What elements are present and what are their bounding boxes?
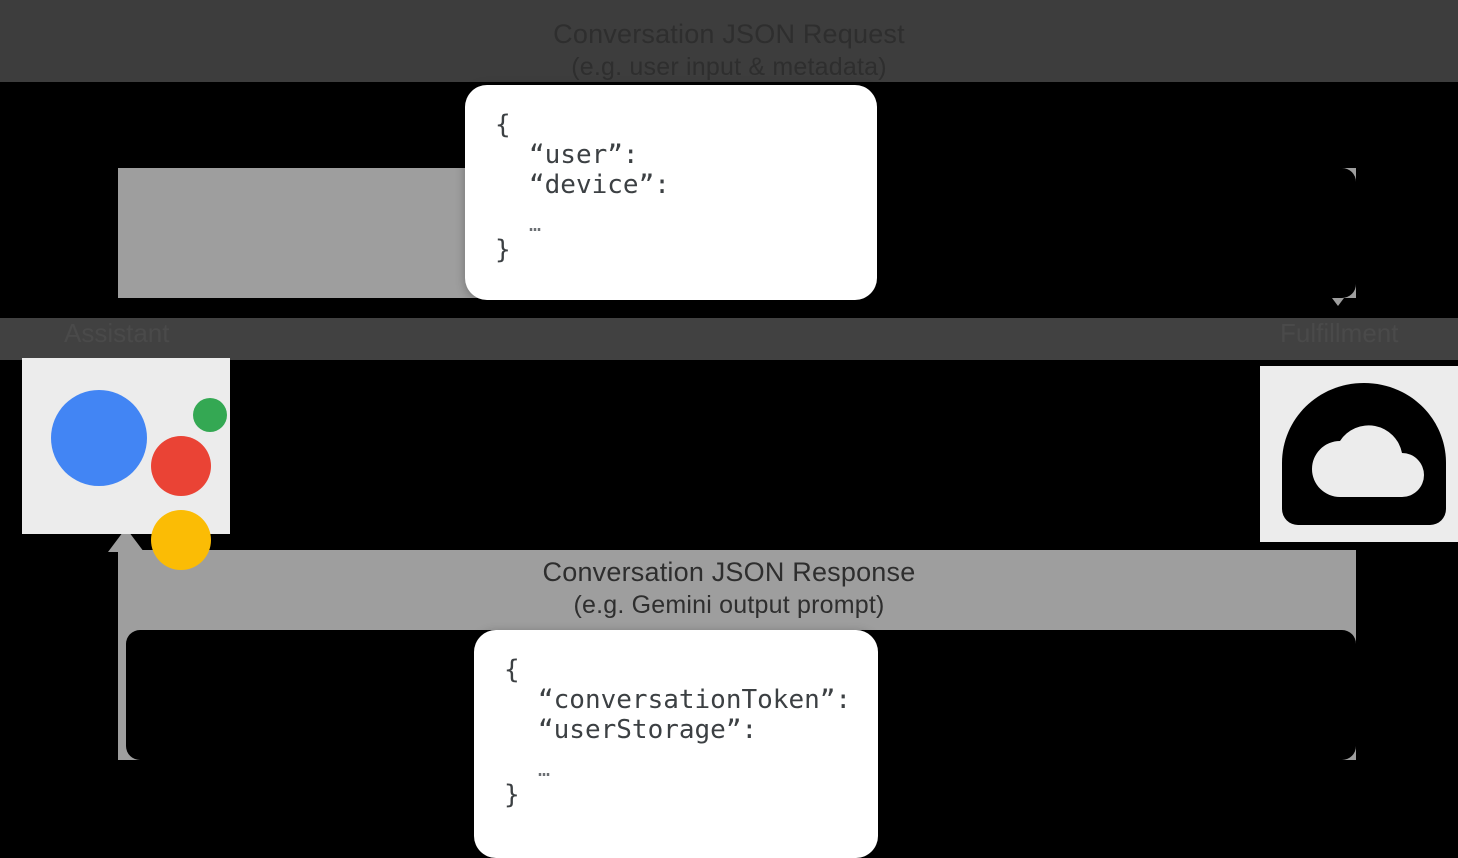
json-key-user-storage: “userStorage”: <box>538 714 758 745</box>
json-ellipsis: … <box>529 211 544 236</box>
json-spacer <box>504 746 848 758</box>
fulfillment-icon-tile <box>1260 366 1458 542</box>
response-caption: Conversation JSON Response (e.g. Gemini … <box>0 556 1458 622</box>
background-band-top <box>0 0 1458 82</box>
request-json-card: { “user”: “device”: … } <box>465 85 877 300</box>
json-open-brace: { <box>504 655 520 685</box>
assistant-yellow-dot-icon <box>151 510 211 570</box>
assistant-red-dot-icon <box>151 436 211 496</box>
endpoint-fulfillment-label: Fulfillment <box>1280 318 1399 348</box>
json-key-device: “device”: <box>529 169 670 200</box>
response-caption-sub: (e.g. Gemini output prompt) <box>573 591 885 619</box>
cloud-functions-icon <box>1282 383 1446 525</box>
endpoint-assistant: Assistant <box>22 318 230 570</box>
json-spacer <box>495 201 847 213</box>
assistant-green-dot-icon <box>193 398 227 432</box>
json-key-user: “user”: <box>529 139 639 170</box>
google-assistant-logo-icon <box>37 370 227 570</box>
assistant-icon-tile <box>22 358 230 570</box>
request-caption-sub: (e.g. user input & metadata) <box>571 53 887 81</box>
json-open-brace: { <box>495 110 511 140</box>
json-ellipsis: … <box>538 756 553 781</box>
assistant-blue-dot-icon <box>51 390 147 486</box>
response-json-card: { “conversationToken”: “userStorage”: … … <box>474 630 878 858</box>
json-key-conversation-token: “conversationToken”: <box>538 684 852 715</box>
response-caption-main: Conversation JSON Response <box>542 557 916 587</box>
request-caption: Conversation JSON Request (e.g. user inp… <box>0 18 1458 84</box>
endpoint-assistant-label: Assistant <box>64 318 170 348</box>
json-close-brace: } <box>495 234 511 265</box>
background-band-middle <box>0 318 1458 360</box>
json-close-brace: } <box>504 779 520 810</box>
request-caption-main: Conversation JSON Request <box>553 19 905 49</box>
endpoint-fulfillment: Fulfillment <box>1260 318 1458 542</box>
